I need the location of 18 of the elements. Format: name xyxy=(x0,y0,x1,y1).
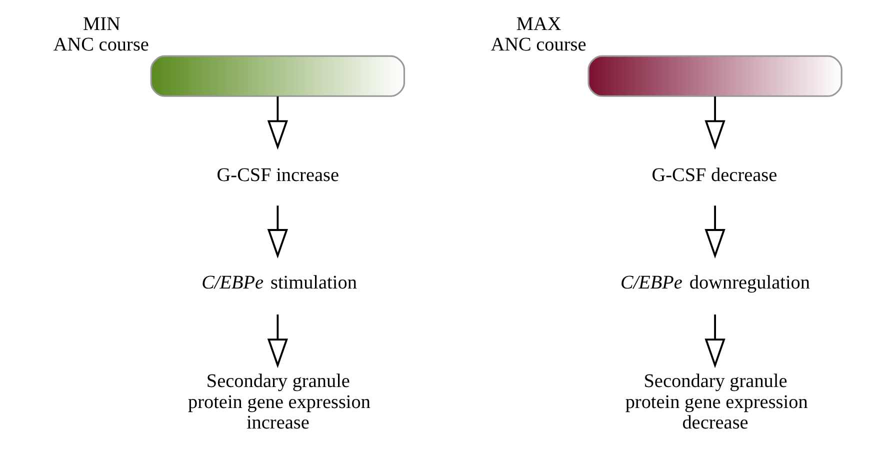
arrow xyxy=(704,314,726,368)
arrow xyxy=(267,96,288,150)
node-label: ANC course xyxy=(53,34,149,56)
arrow xyxy=(267,206,288,259)
node-label: ANC course xyxy=(490,34,586,56)
node-label: MAX xyxy=(516,14,562,35)
arrow xyxy=(267,314,288,368)
node-picture xyxy=(588,55,842,97)
arrow xyxy=(704,96,726,150)
node-picture xyxy=(150,55,406,97)
node-text: G-CSF increase xyxy=(216,165,340,186)
node-text: C/EBPe downregulation xyxy=(620,272,810,294)
node-label: MIN xyxy=(83,14,120,35)
node-text: C/EBPe stimulation xyxy=(202,272,357,294)
node-text: G-CSF decrease xyxy=(652,165,778,186)
node-text: Secondary granule protein gene expression increase xyxy=(188,371,371,434)
arrow xyxy=(704,206,726,259)
node-text: Secondary granule protein gene expression decrease xyxy=(625,371,808,434)
